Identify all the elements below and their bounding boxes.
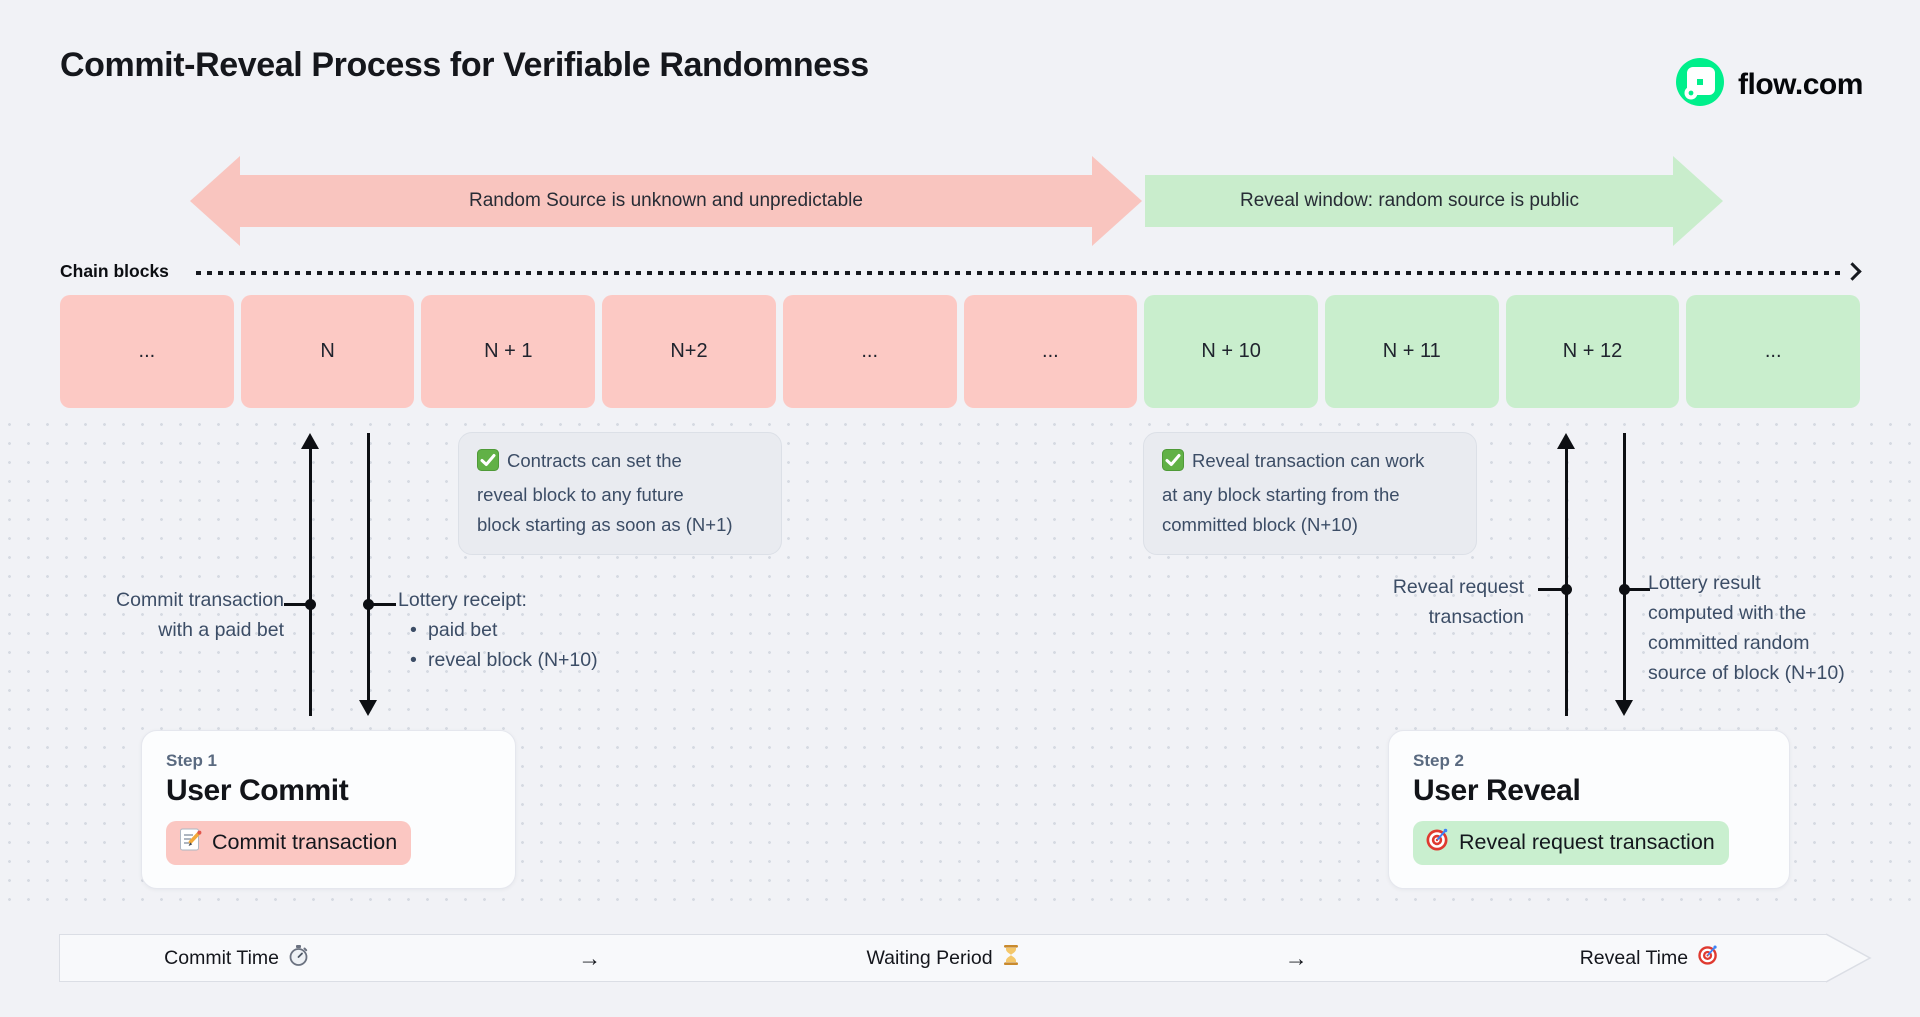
timeline-label: Reveal Time bbox=[1579, 946, 1689, 969]
chain-block: N + 11 bbox=[1324, 295, 1499, 408]
banner-label: Random Source is unknown and unpredictab… bbox=[469, 190, 863, 211]
step-label: Step 2 bbox=[1413, 751, 1465, 770]
stopwatch-icon bbox=[288, 944, 309, 972]
step-title: User Commit bbox=[166, 774, 349, 807]
checkbox-icon bbox=[477, 449, 499, 480]
connector-line bbox=[284, 602, 306, 606]
commit-transaction-label: Commit transaction with a paid bet bbox=[34, 585, 284, 645]
lottery-result-label: Lottery result computed with the committ… bbox=[1648, 568, 1888, 688]
chain-block: ... bbox=[60, 295, 234, 408]
label-line: Reveal request bbox=[1392, 576, 1524, 598]
timeline-label: Commit Time bbox=[164, 946, 280, 969]
label-line: computed with the bbox=[1648, 602, 1807, 624]
lottery-receipt-label: Lottery receipt: paid bet reveal block (… bbox=[398, 585, 688, 675]
callout-line: block starting as soon as (N+1) bbox=[477, 514, 733, 535]
callout-line: reveal block to any future bbox=[477, 484, 684, 505]
timeline-chevron-icon bbox=[1825, 933, 1874, 988]
chain-block: ... bbox=[782, 295, 957, 408]
reveal-window-banner: Reveal window: random source is public bbox=[1145, 156, 1723, 246]
label-line: committed random bbox=[1648, 632, 1810, 654]
target-icon bbox=[1425, 827, 1450, 858]
label-line: Commit transaction bbox=[116, 589, 284, 611]
reveal-request-label: Reveal request transaction bbox=[1274, 572, 1524, 632]
chain-block: ... bbox=[1686, 295, 1861, 408]
logo-wordmark: flow.com bbox=[1738, 67, 1863, 101]
connector-line bbox=[1538, 587, 1562, 591]
receipt-item: paid bet bbox=[398, 615, 688, 645]
arrowhead-right-icon bbox=[1092, 156, 1142, 246]
connector-dot bbox=[1560, 583, 1572, 595]
chain-blocks-label: Chain blocks bbox=[60, 261, 169, 281]
connector-line bbox=[1626, 587, 1650, 591]
commit-transaction-pill: Commit transaction bbox=[166, 821, 412, 865]
pill-label: Reveal request transaction bbox=[1459, 830, 1715, 854]
connector-line bbox=[370, 602, 396, 606]
banner-label: Reveal window: random source is public bbox=[1240, 190, 1579, 211]
callout-line: committed block (N+10) bbox=[1162, 514, 1358, 535]
brand-logo: flow.com bbox=[1676, 58, 1863, 111]
chain-block: N + 10 bbox=[1144, 295, 1318, 408]
label-line: Lottery receipt: bbox=[398, 589, 527, 611]
label-line: with a paid bet bbox=[158, 619, 284, 641]
step-label: Step 1 bbox=[166, 751, 218, 770]
connector-dot bbox=[362, 598, 374, 610]
commit-up-arrow bbox=[300, 433, 320, 716]
chain-block: N + 12 bbox=[1505, 295, 1680, 408]
label-line: transaction bbox=[1428, 606, 1524, 628]
chain-block: N+2 bbox=[602, 295, 776, 408]
dotted-arrow-icon bbox=[1843, 262, 1862, 281]
step2-card: Step 2 User Reveal Reveal request transa… bbox=[1388, 730, 1790, 889]
timeline-label: Waiting Period bbox=[866, 946, 993, 969]
chain-block: N bbox=[240, 295, 415, 408]
reveal-up-arrow bbox=[1556, 433, 1576, 716]
chain-blocks-row: ... N N + 1 N+2 ... ... N + 10 N + 11 N … bbox=[60, 295, 1861, 408]
timeline-waiting-period: Waiting Period bbox=[766, 944, 1119, 972]
timeline-commit-time: Commit Time bbox=[60, 944, 413, 972]
timeline-arrow: → bbox=[578, 944, 602, 971]
chain-block: N + 1 bbox=[421, 295, 596, 408]
result-down-arrow bbox=[1614, 433, 1634, 716]
checkbox-icon bbox=[1162, 449, 1184, 480]
connector-dot bbox=[1618, 583, 1630, 595]
commit-callout: Contracts can set the reveal block to an… bbox=[458, 432, 782, 555]
receipt-item: reveal block (N+10) bbox=[398, 645, 688, 675]
chain-block: ... bbox=[963, 295, 1138, 408]
callout-line: Contracts can set the bbox=[507, 450, 682, 471]
memo-pencil-icon bbox=[178, 827, 203, 858]
timeline-bar: Commit Time → Waiting Period → Reveal Ti… bbox=[59, 934, 1827, 982]
dotted-timeline-line bbox=[196, 271, 1846, 275]
arrowhead-left-icon bbox=[190, 156, 240, 246]
step-title: User Reveal bbox=[1413, 774, 1581, 807]
hourglass-icon bbox=[1002, 944, 1020, 972]
receipt-down-arrow bbox=[358, 433, 378, 716]
reveal-request-pill: Reveal request transaction bbox=[1413, 821, 1729, 865]
connector-dot bbox=[304, 598, 316, 610]
step1-card: Step 1 User Commit Commit transaction bbox=[141, 730, 516, 889]
target-icon bbox=[1697, 944, 1719, 972]
pill-label: Commit transaction bbox=[212, 830, 398, 854]
callout-line: Reveal transaction can work bbox=[1192, 450, 1425, 471]
flow-logo-icon bbox=[1676, 58, 1724, 111]
timeline-reveal-time: Reveal Time bbox=[1473, 944, 1826, 972]
reveal-callout: Reveal transaction can work at any block… bbox=[1143, 432, 1477, 555]
unknown-randomness-banner: Random Source is unknown and unpredictab… bbox=[190, 156, 1142, 246]
page-title: Commit-Reveal Process for Verifiable Ran… bbox=[60, 46, 869, 84]
label-line: Lottery result bbox=[1648, 572, 1761, 594]
callout-line: at any block starting from the bbox=[1162, 484, 1400, 505]
arrowhead-right-icon bbox=[1673, 156, 1723, 246]
timeline-arrow: → bbox=[1284, 944, 1308, 971]
label-line: source of block (N+10) bbox=[1648, 662, 1845, 684]
